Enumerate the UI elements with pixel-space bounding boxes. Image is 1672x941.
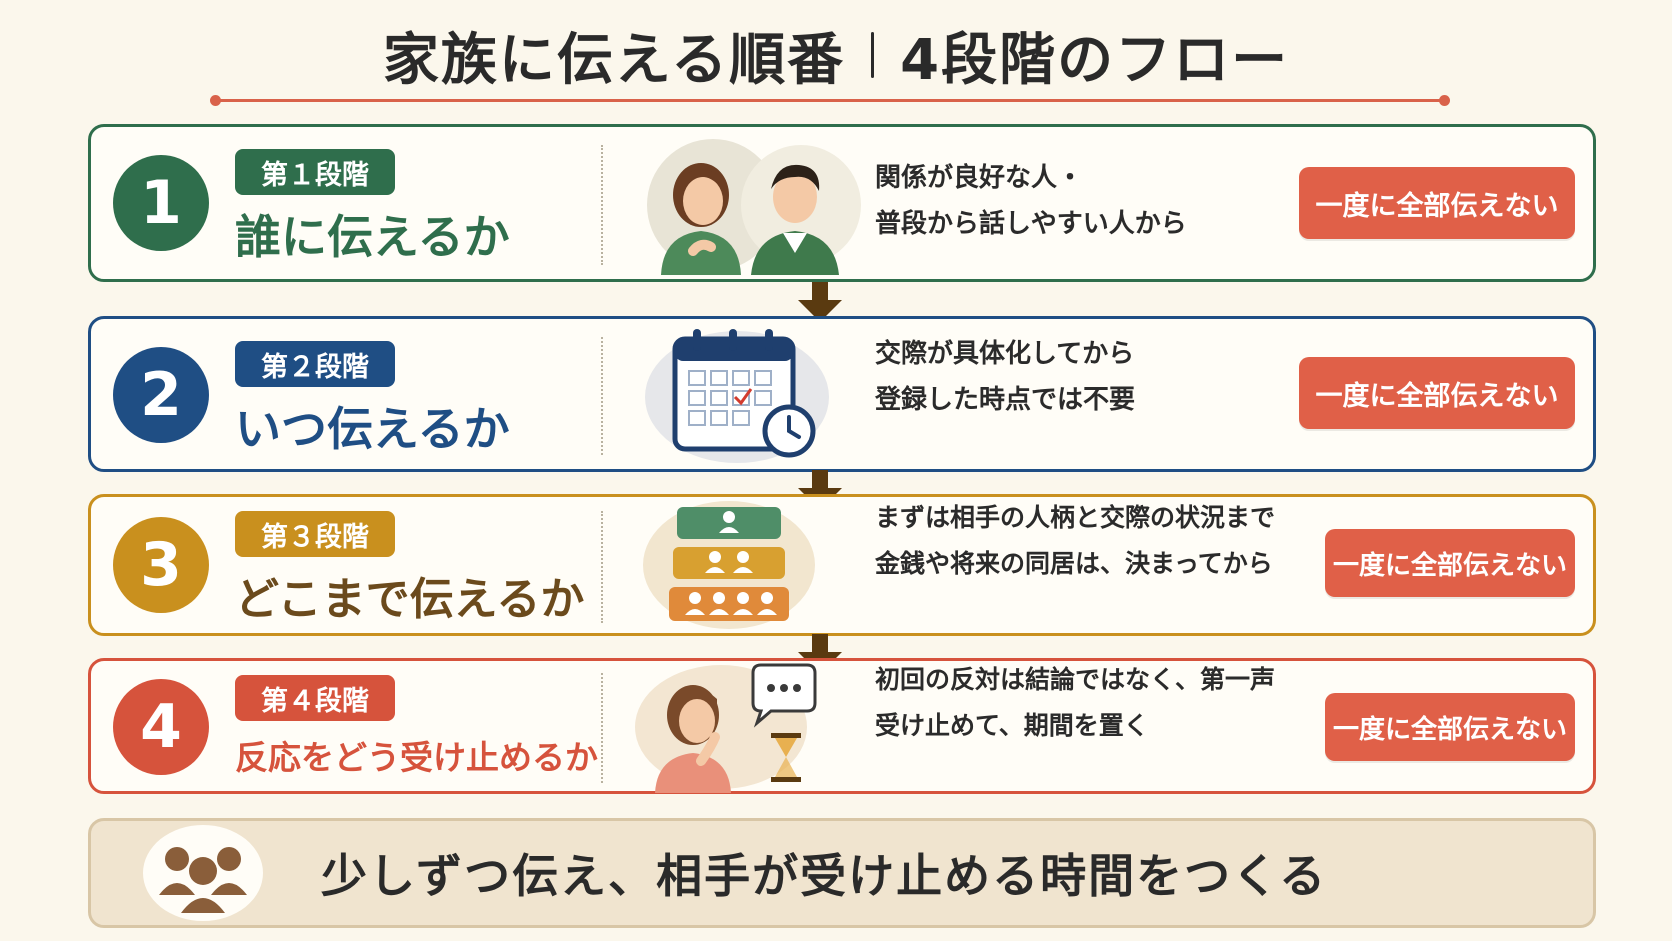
step-desc-2: 交際が具体化してから 登録した時点では不要 <box>875 331 1135 423</box>
step-badge-2: 一度に全部伝えない <box>1299 357 1575 429</box>
title-sub: 4段階のフロー <box>900 27 1290 93</box>
step-desc-2-line1: 交際が具体化してから <box>875 339 1135 369</box>
step-stage-1: 第１段階 <box>235 149 395 195</box>
step-card-2: 2 第２段階 いつ伝えるか 交際が具体化してから 登録した時点では不要 一度に全… <box>88 316 1596 472</box>
step-desc-2-line2: 登録した時点では不要 <box>875 385 1136 415</box>
step-desc-4: 初回の反対は結論ではなく、第一声 受け止めて、期間を置く <box>875 657 1275 749</box>
flow-arrow-1 <box>798 282 842 322</box>
step-question-4: 反応をどう受け止めるか <box>235 738 598 777</box>
step-desc-1-line2: 普段から話しやすい人から <box>875 209 1187 239</box>
step-number-4: 4 <box>113 679 209 775</box>
step-question-2: いつ伝えるか <box>235 402 510 456</box>
step-divider-3 <box>601 511 603 623</box>
step-desc-3-line2: 金銭や将来の同居は、決まってから <box>875 549 1273 578</box>
title-underline <box>210 95 1450 106</box>
step-stage-3: 第３段階 <box>235 511 395 557</box>
step-desc-1-line1: 関係が良好な人・ <box>875 163 1084 193</box>
step-number-3: 3 <box>113 517 209 613</box>
step-card-1: 1 第１段階 誰に伝えるか 関係が良好な人・ 普段から話しやすい人から 一度に全… <box>88 124 1596 282</box>
group-icon <box>143 825 263 921</box>
step-badge-4: 一度に全部伝えない <box>1325 693 1575 761</box>
thinking-woman-hourglass-icon <box>631 661 831 797</box>
step-stage-4: 第４段階 <box>235 675 395 721</box>
step-card-3: 3 第３段階 どこまで伝えるか まずは相手の人柄と交際の状況まで 金銭や将来の同… <box>88 494 1596 636</box>
step-badge-3: 一度に全部伝えない <box>1325 529 1575 597</box>
summary-banner: 少しずつ伝え、相手が受け止める時間をつくる <box>88 818 1596 928</box>
step-card-4: 4 第４段階 反応をどう受け止めるか 初回の反対は結論ではなく、第一声 受け止め… <box>88 658 1596 794</box>
step-badge-1: 一度に全部伝えない <box>1299 167 1575 239</box>
two-people-talking-icon <box>631 135 861 279</box>
step-divider-4 <box>601 673 603 783</box>
step-stage-2: 第２段階 <box>235 341 395 387</box>
step-question-3: どこまで伝えるか <box>235 574 585 625</box>
step-desc-4-line1: 初回の反対は結論ではなく、第一声 <box>875 665 1276 694</box>
people-levels-icon <box>639 497 819 637</box>
page-title: 家族に伝える順番 4段階のフロー <box>0 20 1672 93</box>
step-desc-3-line1: まずは相手の人柄と交際の状況まで <box>875 503 1276 532</box>
title-main: 家族に伝える順番 <box>382 27 846 93</box>
calendar-clock-icon <box>637 325 837 469</box>
step-number-1: 1 <box>113 155 209 251</box>
summary-text: 少しずつ伝え、相手が受け止める時間をつくる <box>321 849 1328 903</box>
step-desc-1: 関係が良好な人・ 普段から話しやすい人から <box>875 155 1187 247</box>
step-divider-1 <box>601 145 603 265</box>
step-number-2: 2 <box>113 347 209 443</box>
step-desc-3: まずは相手の人柄と交際の状況まで 金銭や将来の同居は、決まってから <box>875 495 1275 587</box>
step-desc-4-line2: 受け止めて、期間を置く <box>875 711 1149 740</box>
step-divider-2 <box>601 337 603 455</box>
step-question-1: 誰に伝えるか <box>235 210 510 264</box>
title-separator <box>871 32 875 78</box>
